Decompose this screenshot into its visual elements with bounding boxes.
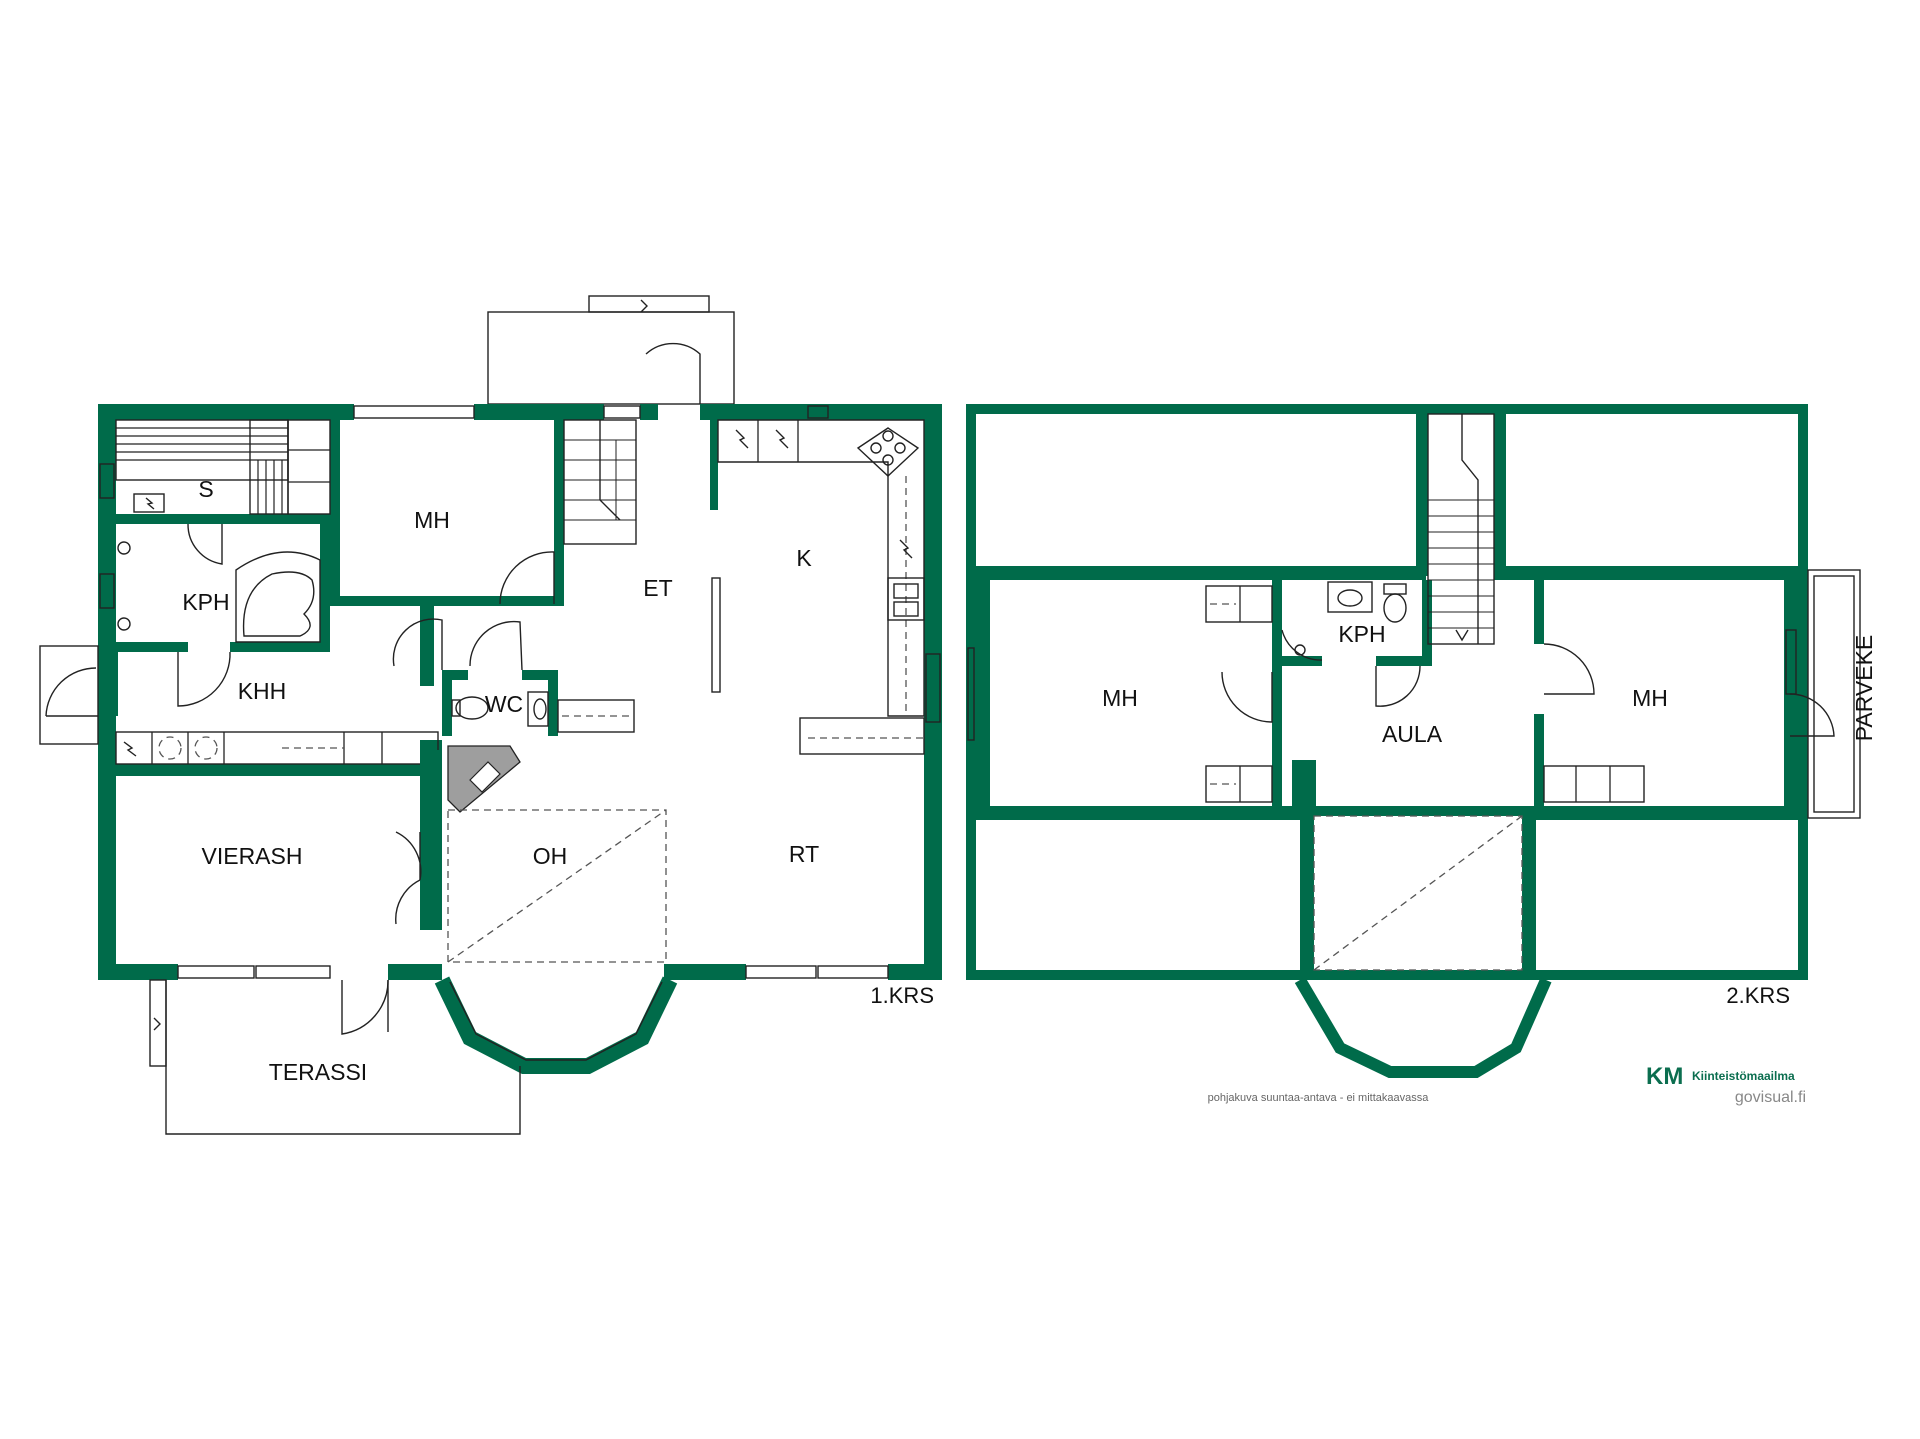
room-label-kph: KPH bbox=[182, 589, 229, 615]
utility-cabinets bbox=[115, 731, 439, 765]
bay-outline-floor2 bbox=[1294, 976, 1552, 1078]
kitchen-counter bbox=[717, 419, 925, 755]
wc-cabinet bbox=[557, 699, 635, 733]
toilet-icon bbox=[1383, 583, 1407, 623]
open-to-below bbox=[447, 809, 667, 963]
bay-window-wall bbox=[434, 976, 678, 1074]
washer-icon bbox=[158, 736, 182, 760]
electric-heater-icon bbox=[123, 741, 137, 757]
door-swing-icon bbox=[187, 523, 223, 565]
chimney bbox=[420, 750, 442, 800]
door-swing-icon bbox=[499, 551, 555, 605]
room-label-kph-2: KPH bbox=[1338, 621, 1385, 647]
bay-window-glass bbox=[449, 981, 663, 1061]
sink-icon bbox=[887, 577, 925, 621]
brand-name: Kiinteistömaailma bbox=[1692, 1069, 1795, 1083]
interior-walls-floor1 bbox=[98, 420, 718, 930]
sauna-bench bbox=[115, 419, 331, 515]
floor-label-1krs: 1.KRS bbox=[870, 983, 934, 1008]
disclaimer-text: pohjakuva suuntaa-antava - ei mittakaava… bbox=[1208, 1092, 1430, 1104]
shower-icon bbox=[117, 541, 131, 631]
room-label-et: ET bbox=[643, 575, 672, 601]
shower-icon bbox=[1294, 644, 1306, 656]
wardrobe bbox=[1205, 765, 1273, 803]
room-label-k: K bbox=[796, 545, 812, 571]
door-swing-icon bbox=[45, 667, 97, 717]
room-label-oh: OH bbox=[533, 843, 568, 869]
room-label-wc: WC bbox=[485, 691, 523, 717]
room-label-parveke: PARVEKE bbox=[1851, 635, 1877, 742]
room-label-rt: RT bbox=[789, 841, 819, 867]
balcony bbox=[1789, 569, 1861, 819]
room-label-aula: AULA bbox=[1382, 721, 1443, 747]
room-label-mh-right: MH bbox=[1632, 685, 1668, 711]
room-label-s: S bbox=[198, 476, 213, 502]
room-label-khh: KHH bbox=[238, 678, 287, 704]
stove-icon bbox=[856, 427, 920, 477]
electric-heater-icon bbox=[775, 429, 789, 449]
electric-heater-icon bbox=[899, 539, 913, 559]
windows-floor1 bbox=[99, 405, 941, 979]
outer-walls-floor2 bbox=[966, 404, 1808, 980]
door-swing-icon bbox=[1221, 671, 1273, 723]
brand-logo-mark: KM bbox=[1646, 1063, 1683, 1090]
room-label-vierash: VIERASH bbox=[202, 843, 303, 869]
door-swing-icon bbox=[1543, 643, 1595, 695]
side-entrance-step bbox=[39, 645, 99, 745]
door-swing-icon bbox=[645, 342, 701, 404]
open-to-below bbox=[1313, 815, 1523, 971]
floor-2: MH KPH AULA MH PARVEKE 2.KRS bbox=[966, 404, 1877, 1078]
wardrobe bbox=[1205, 585, 1273, 623]
toilet-icon bbox=[451, 696, 489, 720]
door-swing-icon bbox=[395, 831, 422, 881]
stair-icon bbox=[1427, 413, 1495, 645]
room-label-mh-left: MH bbox=[1102, 685, 1138, 711]
sink-icon bbox=[527, 691, 549, 727]
room-label-mh: MH bbox=[414, 507, 450, 533]
door-swing-icon bbox=[177, 651, 231, 707]
window-mh-left bbox=[967, 647, 975, 741]
dryer-icon bbox=[194, 736, 218, 760]
bathtub-icon bbox=[235, 551, 321, 643]
sink-icon bbox=[1327, 581, 1373, 613]
wardrobe bbox=[1543, 765, 1645, 803]
electric-heater-icon bbox=[735, 429, 749, 449]
entrance-canopy bbox=[487, 311, 735, 405]
door-swing-icon bbox=[1375, 665, 1421, 707]
terrace bbox=[149, 979, 521, 1135]
door-swing-icon bbox=[469, 620, 523, 671]
footer: pohjakuva suuntaa-antava - ei mittakaava… bbox=[1208, 1063, 1806, 1106]
outer-walls-floor1 bbox=[98, 404, 942, 980]
electric-heater-icon bbox=[133, 493, 165, 513]
door-swing-icon bbox=[341, 979, 389, 1035]
floor-1: S MH KPH KHH ET K WC VIERASH OH RT TERAS… bbox=[39, 295, 942, 1135]
entrance-arrow-icon bbox=[640, 299, 648, 313]
room-label-terassi: TERASSI bbox=[269, 1059, 367, 1085]
door-swing-icon bbox=[1789, 693, 1835, 737]
floor-label-2krs: 2.KRS bbox=[1726, 983, 1790, 1008]
kitchen-island-edge bbox=[711, 577, 721, 693]
credit-text: govisual.fi bbox=[1735, 1089, 1806, 1106]
door-swing-icon bbox=[392, 618, 443, 670]
stair-icon bbox=[563, 419, 637, 545]
entrance-step bbox=[588, 295, 710, 313]
door-swing-icon bbox=[1281, 629, 1323, 661]
fireplace-icon bbox=[447, 745, 521, 813]
